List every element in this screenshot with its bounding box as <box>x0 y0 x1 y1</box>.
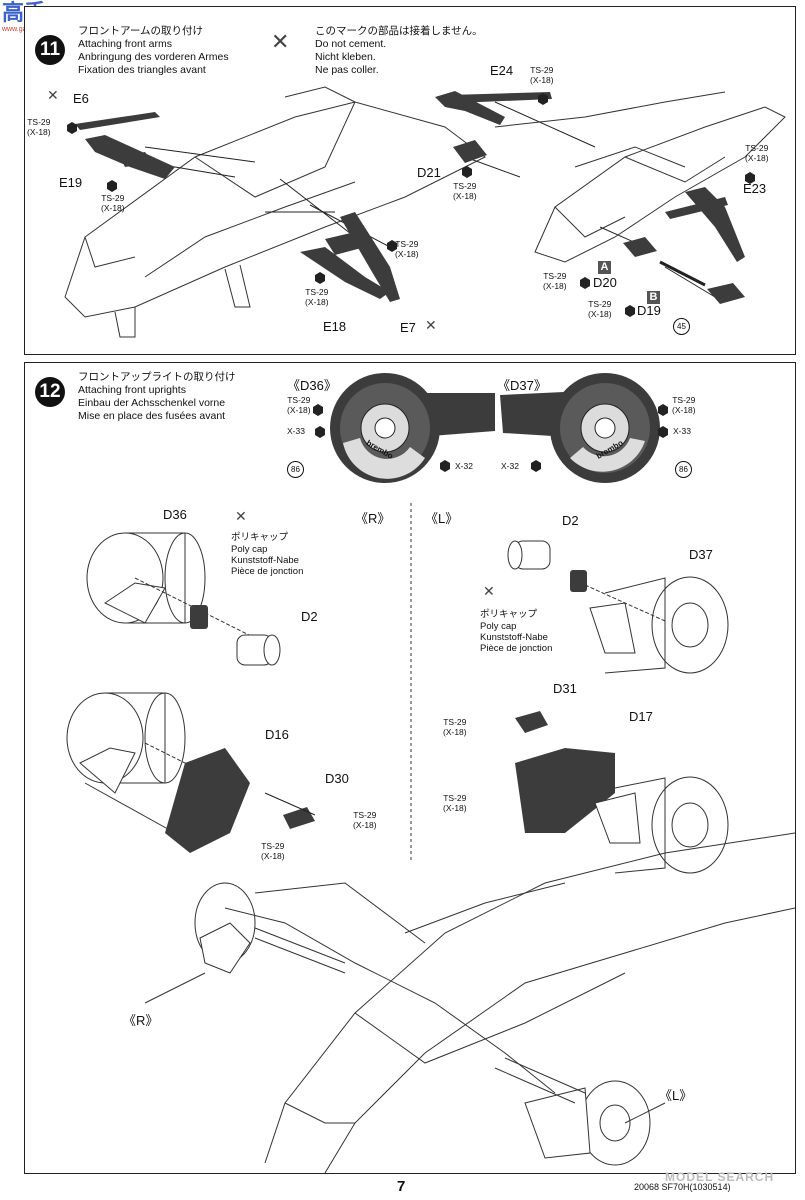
screw-label: TS-29(X-18) <box>588 299 612 319</box>
step-11-number: 11 <box>35 35 65 65</box>
d37-upright <box>500 373 660 483</box>
note-de: Nicht kleben. <box>315 51 376 63</box>
d37-header: 《D37》 <box>497 378 547 393</box>
step-ref-86: 86 <box>287 459 304 478</box>
step-11-drawing <box>64 86 786 338</box>
d36-upright <box>330 373 495 483</box>
step-11-title-fr: Fixation des triangles avant <box>78 64 206 76</box>
polycap-label-l: ポリキャップ Poly cap Kunststoff-Nabe Pièce de… <box>480 609 553 654</box>
step-11-panel: 11 フロントアームの取り付け Attaching front arms Anb… <box>24 6 796 355</box>
step-12-titles: フロントアップライトの取り付け Attaching front uprights… <box>78 371 236 423</box>
label-d30: D30 <box>325 771 349 786</box>
step-12-title-fr: Mise en place des fusées avant <box>78 410 226 422</box>
no-cement-icon: ✕ <box>271 29 290 54</box>
no-cement-icon: ✕ <box>425 317 437 333</box>
note-fr: Ne pas coller. <box>315 64 379 76</box>
screw-label: TS-29(X-18) <box>543 271 567 291</box>
note-jp: このマークの部品は接着しません。 <box>315 25 483 37</box>
polycap-label-r: ポリキャップ Poly cap Kunststoff-Nabe Pièce de… <box>231 532 304 577</box>
step-12-number: 12 <box>35 377 65 407</box>
screw-label: TS-29(X-18) <box>530 65 554 85</box>
screw-label: TS-29(X-18) <box>672 395 696 415</box>
note-en: Do not cement. <box>315 38 387 50</box>
product-code: 20068 SF70H(1030514) <box>634 1182 731 1192</box>
x32-label: X-32 <box>501 461 519 471</box>
step-12-title-en: Attaching front uprights <box>78 384 186 396</box>
l-marker: 《L》 <box>425 511 459 526</box>
step-12-panel: 12 フロントアップライトの取り付け Attaching front uprig… <box>24 362 796 1174</box>
box-a: A <box>598 257 611 275</box>
step-11-title-de: Anbringung des vorderen Armes <box>78 51 229 63</box>
x33-label: X-33 <box>287 426 305 436</box>
label-d16: D16 <box>265 727 289 742</box>
screw-label: TS-29(X-18) <box>443 717 467 737</box>
page-number: 7 <box>397 1178 406 1195</box>
label-e24: E24 <box>490 63 514 78</box>
screw-label: TS-29(X-18) <box>261 841 285 861</box>
step-ref-45: 45 <box>673 316 690 335</box>
label-e19: E19 <box>59 175 83 190</box>
screw-label: TS-29(X-18) <box>745 143 769 163</box>
label-d31: D31 <box>553 681 577 696</box>
no-cement-icon: ✕ <box>235 508 247 524</box>
step-ref-86: 86 <box>675 459 692 478</box>
d36-header: 《D36》 <box>287 378 337 393</box>
screw-label: TS-29(X-18) <box>395 239 419 259</box>
step-12-drawing <box>66 373 795 1173</box>
screw-label: TS-29(X-18) <box>27 117 51 137</box>
screw-label: TS-29(X-18) <box>443 793 467 813</box>
step-11-title-en: Attaching front arms <box>78 38 172 50</box>
label-e7: E7 <box>400 320 416 335</box>
label-d36: D36 <box>163 507 187 522</box>
x33-label: X-33 <box>673 426 691 436</box>
label-d17: D17 <box>629 709 653 724</box>
label-d19: D19 <box>637 303 661 318</box>
box-b: B <box>647 287 660 305</box>
label-d37: D37 <box>689 547 713 562</box>
watermark-model-search: MODEL SEARCH <box>665 1170 775 1184</box>
no-cement-icon: ✕ <box>483 583 495 599</box>
screw-label: TS-29(X-18) <box>353 810 377 830</box>
screw-label: TS-29(X-18) <box>305 287 329 307</box>
r-marker: 《R》 <box>123 1013 159 1028</box>
label-d2: D2 <box>301 609 318 624</box>
no-cement-icon: ✕ <box>47 87 59 103</box>
screw-label: TS-29(X-18) <box>287 395 311 415</box>
step-12-title-jp: フロントアップライトの取り付け <box>78 371 236 383</box>
x32-label: X-32 <box>455 461 473 471</box>
label-e23: E23 <box>743 181 767 196</box>
screw-label: TS-29(X-18) <box>101 193 125 213</box>
l-marker: 《L》 <box>659 1088 693 1103</box>
label-e18: E18 <box>323 319 347 334</box>
label-d21: D21 <box>417 165 441 180</box>
r-marker: 《R》 <box>355 511 391 526</box>
no-cement-note: このマークの部品は接着しません。 Do not cement. Nicht kl… <box>315 25 483 77</box>
screw-label: TS-29(X-18) <box>453 181 477 201</box>
step-12-title-de: Einbau der Achsschenkel vorne <box>78 397 226 409</box>
step-11-titles: フロントアームの取り付け Attaching front arms Anbrin… <box>78 25 229 77</box>
label-e6: E6 <box>73 91 89 106</box>
label-d20: D20 <box>593 275 617 290</box>
label-d2: D2 <box>562 513 579 528</box>
step-11-title-jp: フロントアームの取り付け <box>78 25 204 37</box>
